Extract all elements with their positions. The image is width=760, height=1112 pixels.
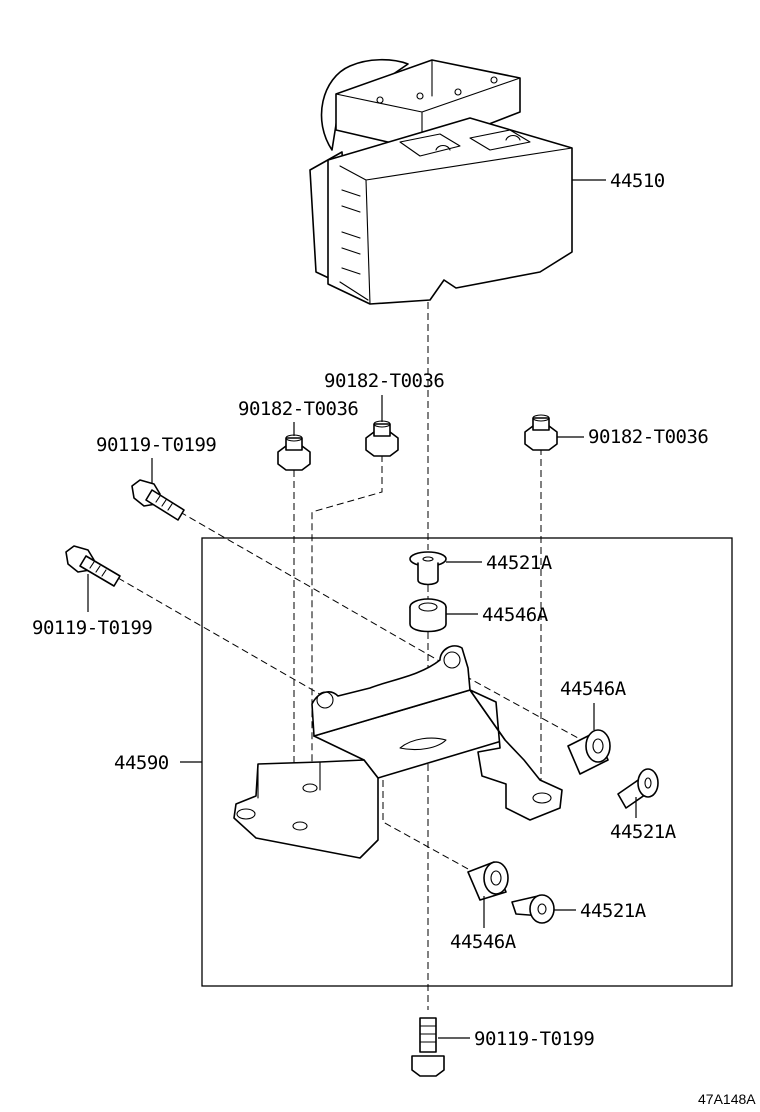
- label-collar-a: 44521A: [486, 552, 553, 574]
- label-bolt-a: 90119-T0199: [96, 434, 216, 456]
- label-bolt-b: 90119-T0199: [32, 617, 152, 639]
- cushion-drawing-a: [409, 598, 447, 633]
- label-cushion-b: 44546A: [560, 678, 627, 700]
- bolt-drawing-a: [131, 479, 185, 521]
- bolt-drawing-c: [411, 1017, 445, 1077]
- label-nut-a: 90182-T0036: [238, 398, 358, 420]
- label-collar-b: 44521A: [610, 821, 677, 843]
- nut-drawing-c: [524, 414, 558, 451]
- nut-drawing-a: [277, 434, 311, 471]
- bracket-drawing: [233, 645, 563, 859]
- label-nut-c: 90182-T0036: [588, 426, 708, 448]
- label-44510: 44510: [610, 170, 665, 192]
- label-44590: 44590: [114, 752, 169, 774]
- label-cushion-a: 44546A: [482, 604, 549, 626]
- diagram-code: 47A148A: [698, 1091, 756, 1107]
- nut-drawing-b: [365, 420, 399, 457]
- label-bolt-c: 90119-T0199: [474, 1028, 594, 1050]
- abs-actuator-drawing: [309, 58, 573, 305]
- collar-drawing-c: [511, 894, 555, 924]
- bracket-group-frame: [201, 537, 733, 987]
- cushion-drawing-b: [567, 729, 611, 775]
- label-cushion-c: 44546A: [450, 931, 517, 953]
- label-nut-b: 90182-T0036: [324, 370, 444, 392]
- collar-drawing-a: [409, 551, 447, 586]
- leader-lines: [87, 179, 637, 1039]
- cushion-drawing-c: [467, 861, 509, 901]
- collar-drawing-b: [617, 768, 659, 809]
- label-collar-c: 44521A: [580, 900, 647, 922]
- bolt-drawing-b: [65, 545, 121, 587]
